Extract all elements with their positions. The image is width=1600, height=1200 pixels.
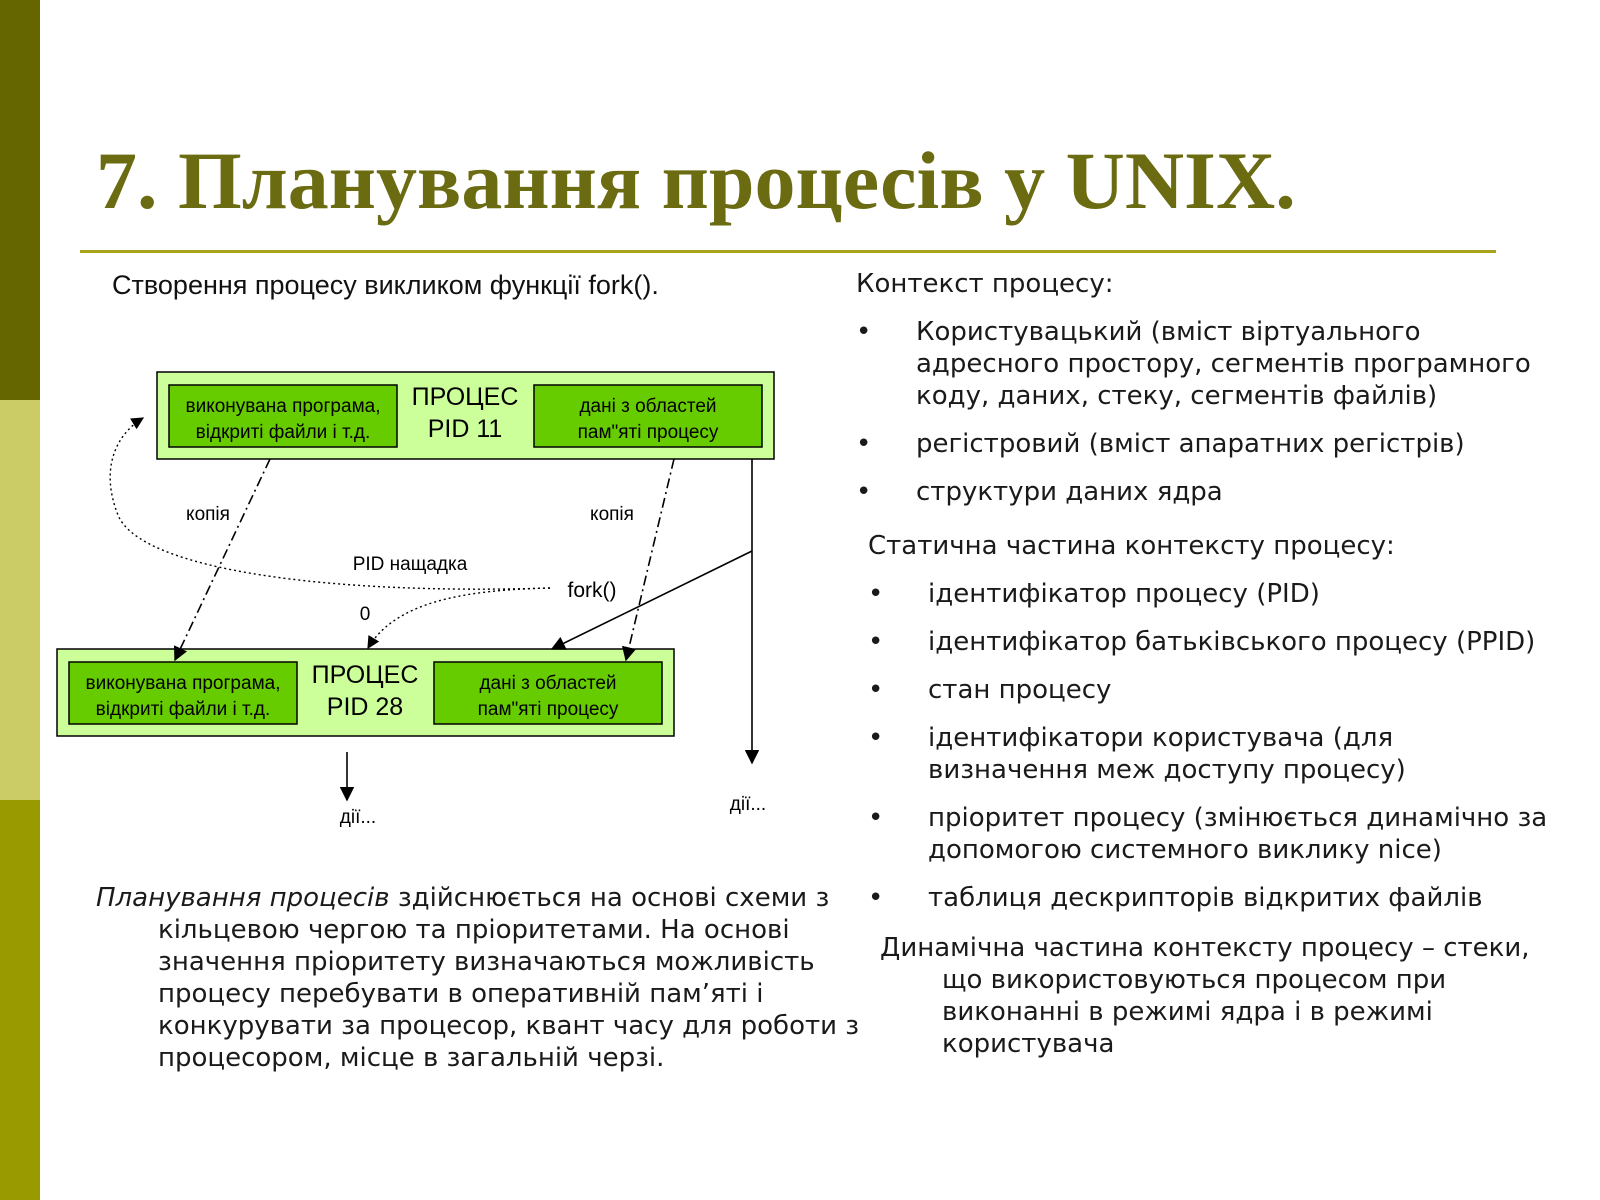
- child-actions-label: дії...: [340, 807, 376, 828]
- list-item: •стан процесу: [868, 675, 1112, 705]
- scheduling-lead: Планування процесів: [96, 883, 390, 913]
- bullet-icon: •: [868, 627, 884, 657]
- bullet-icon: •: [856, 317, 872, 347]
- slide-title: 7. Планування процесів у UNIX.: [96, 135, 1296, 226]
- fork-to-child-arrow: [550, 550, 753, 650]
- parent-data-box: [533, 384, 763, 448]
- bullet-icon: •: [868, 723, 884, 753]
- bullet-icon: •: [868, 579, 884, 609]
- static-context-heading: Статична частина контексту процесу:: [868, 531, 1395, 561]
- side-band-bottom: [0, 800, 40, 1200]
- list-item: •регістровий (вміст апаратних регістрів): [856, 429, 1465, 459]
- diagram-caption: Створення процесу викликом функції fork(…: [112, 270, 659, 300]
- bullet-icon: •: [868, 883, 884, 913]
- context-list: •Користувацький (вміст віртуального адре…: [856, 316, 1556, 508]
- parent-program-line2: відкриті файли і т.д.: [196, 422, 371, 443]
- child-data-line1: дані з областей: [479, 673, 616, 694]
- parent-process-pid: PID 11: [428, 415, 503, 443]
- scheduling-text: здійснюється на основі схеми з кільцевою…: [158, 883, 860, 1073]
- child-process-title: ПРОЦЕС: [312, 661, 419, 689]
- title-underline: [80, 250, 1496, 253]
- context-column: Контекст процесу: •Користувацький (вміст…: [856, 268, 1556, 1060]
- side-band-top: [0, 0, 40, 400]
- fork-diagram: виконувана програма, відкриті файли і т.…: [56, 371, 775, 828]
- copy-arrow-program: [174, 458, 271, 662]
- context-heading: Контекст процесу:: [856, 269, 1114, 299]
- child-data-line2: пам"яті процесу: [478, 699, 619, 720]
- parent-actions-label: дії...: [730, 794, 766, 815]
- parent-data-line1: дані з областей: [579, 396, 716, 417]
- side-band-middle: [0, 400, 40, 800]
- bullet-icon: •: [868, 803, 884, 833]
- parent-program-line1: виконувана програма,: [186, 396, 381, 417]
- static-context-list: •ідентифікатор процесу (PID) •ідентифіка…: [868, 578, 1556, 914]
- list-item: •структури даних ядра: [856, 477, 1223, 507]
- list-item: •ідентифікатор процесу (PID): [868, 579, 1320, 609]
- zero-return-arc: [367, 587, 551, 650]
- bullet-icon: •: [856, 429, 872, 459]
- parent-process-box: виконувана програма, відкриті файли і т.…: [156, 371, 775, 460]
- copy-label-right: копія: [590, 504, 634, 525]
- parent-program-box: [168, 384, 398, 448]
- scheduling-paragraph: Планування процесів здійснюється на осно…: [96, 882, 888, 1074]
- zero-label: 0: [360, 604, 371, 625]
- list-item: •таблиця дескрипторів відкритих файлів: [868, 883, 1483, 913]
- list-item: •Користувацький (вміст віртуального адре…: [856, 317, 1531, 411]
- pid-child-label: PID нащадка: [353, 554, 468, 575]
- fork-call-label: fork(): [568, 579, 617, 602]
- child-program-line1: виконувана програма,: [86, 673, 281, 694]
- parent-data-line2: пам"яті процесу: [578, 422, 719, 443]
- child-process-pid: PID 28: [327, 693, 403, 721]
- child-process-box: виконувана програма, відкриті файли і т.…: [56, 648, 675, 737]
- copy-arrow-data: [622, 458, 675, 662]
- child-program-line2: відкриті файли і т.д.: [96, 699, 271, 720]
- list-item: •ідентифікатори користувача (для визначе…: [868, 723, 1406, 785]
- list-item: •пріоритет процесу (змінюється динамічно…: [868, 803, 1548, 865]
- copy-label-left: копія: [186, 504, 230, 525]
- bullet-icon: •: [856, 477, 872, 507]
- list-item: •ідентифікатор батьківського процесу (PP…: [868, 627, 1536, 657]
- bullet-icon: •: [868, 675, 884, 705]
- child-program-box: [68, 661, 298, 725]
- parent-process-title: ПРОЦЕС: [412, 383, 519, 411]
- child-data-box: [433, 661, 663, 725]
- dynamic-context-text: Динамічна частина контексту процесу – ст…: [880, 933, 1530, 1059]
